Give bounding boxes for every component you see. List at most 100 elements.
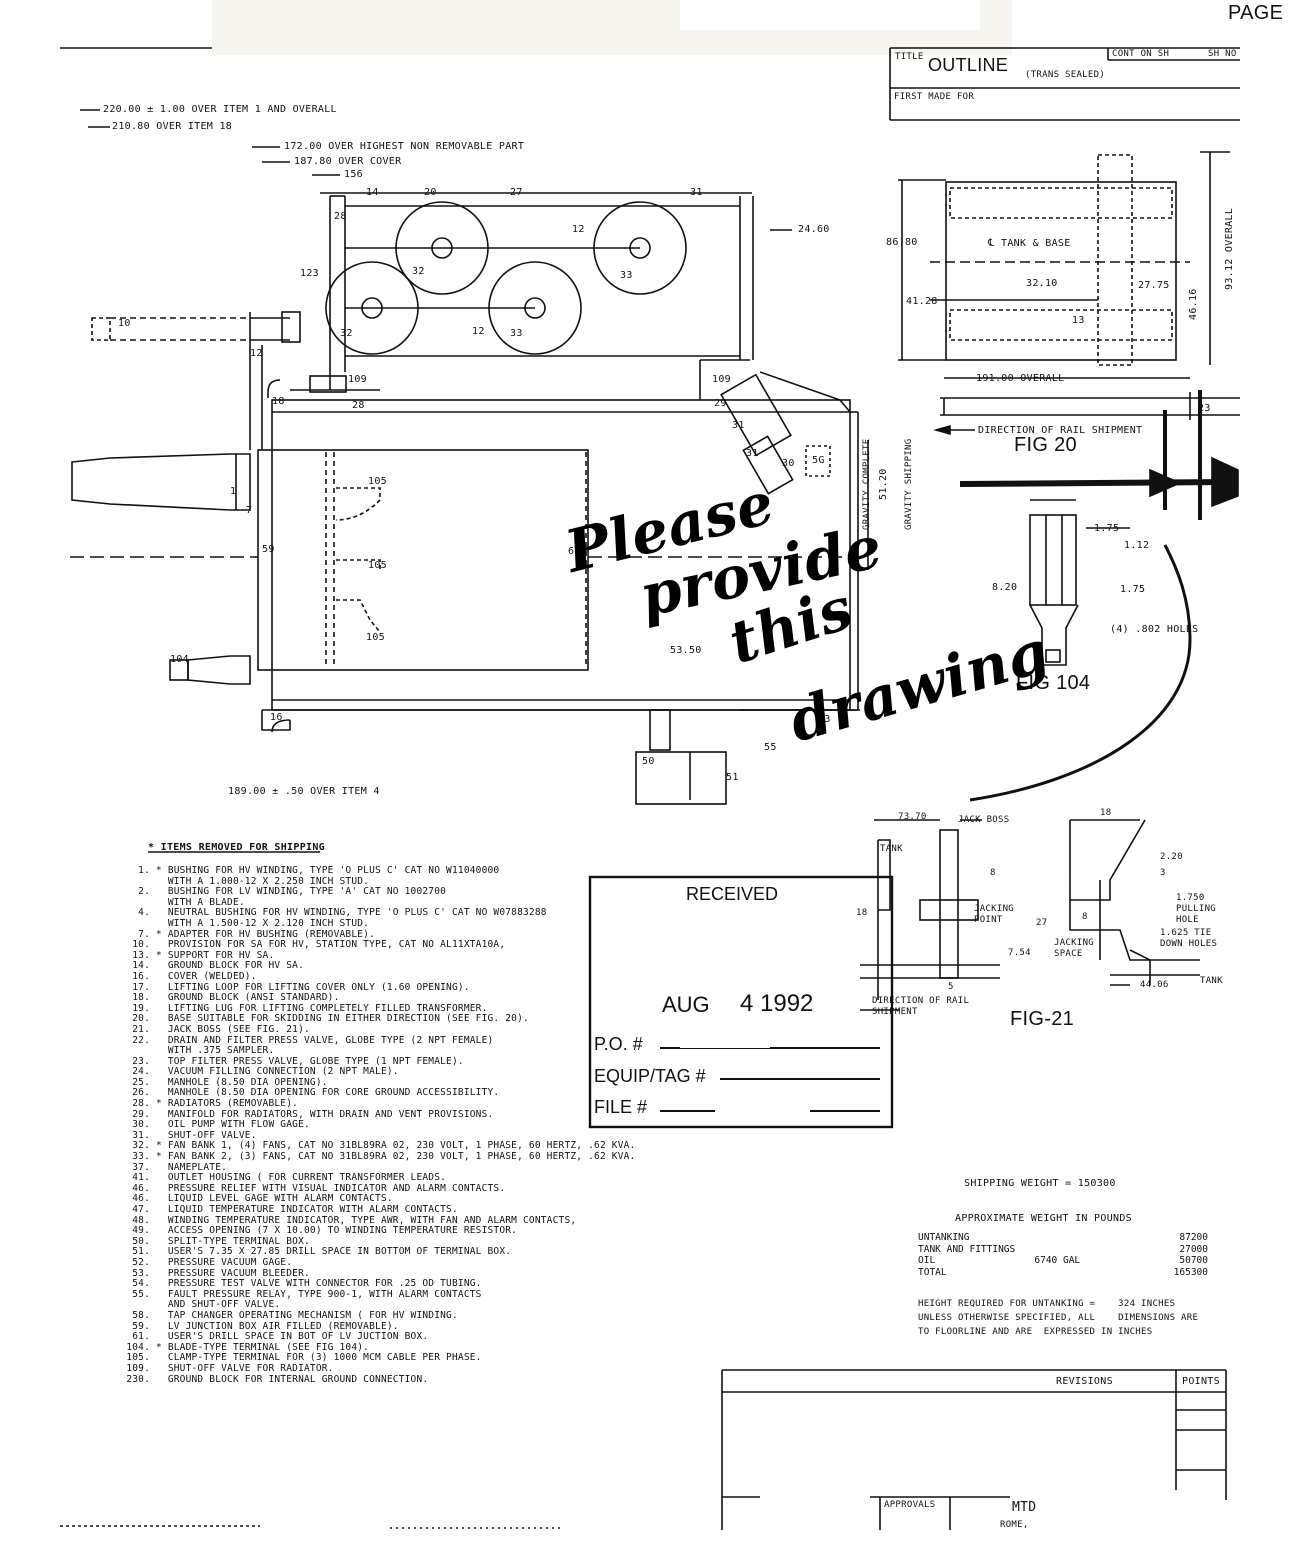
label-32-a: 32 — [412, 266, 425, 277]
label-23: 23 — [818, 714, 831, 725]
fig20-centerline: ℄ TANK & BASE — [988, 238, 1071, 249]
legend-item: 61. USER'S DRILL SPACE IN BOT OF LV JUCT… — [112, 1332, 752, 1343]
legend-item-number: 1. — [138, 865, 150, 876]
weight-label: OIL — [918, 1255, 936, 1266]
points-label: POINTS — [1182, 1376, 1220, 1387]
fig20-direction: DIRECTION OF RAIL SHIPMENT — [978, 425, 1143, 436]
legend-item-text: WITH A BLADE. — [156, 896, 245, 908]
legend-item: 105. CLAMP-TYPE TERMINAL FOR (3) 1000 MC… — [112, 1353, 752, 1364]
legend-item: 29. MANIFOLD FOR RADIATORS, WITH DRAIN A… — [112, 1108, 752, 1121]
legend-item: 52. PRESSURE VACUUM GAGE. — [112, 1256, 752, 1269]
legend-item: 109. SHUT-OFF VALVE FOR RADIATOR. — [112, 1363, 752, 1375]
dim-31: 31 — [690, 187, 703, 198]
legend-item-number: 2. — [138, 886, 150, 898]
label-33-a: 33 — [620, 270, 633, 281]
label-105-c: 105 — [366, 632, 385, 643]
legend-item-text: BASE SUITABLE FOR SKIDDING IN EITHER DIR… — [156, 1013, 529, 1025]
legend-item-text: TOP FILTER PRESS VALVE, GLOBE TYPE (1 NP… — [156, 1055, 464, 1067]
dim-14: 14 — [366, 187, 379, 198]
fig21-tank-2: TANK — [1200, 976, 1223, 986]
legend-item-text: PRESSURE VACUUM BLEEDER. — [156, 1267, 310, 1279]
dim-53-50: 53.50 — [670, 645, 702, 656]
legend-item: 59. LV JUNCTION BOX AIR FILLED (REMOVABL… — [112, 1320, 752, 1333]
fig20-d23: 23 — [1198, 403, 1211, 414]
weight-mid — [1015, 1244, 1179, 1256]
dim-12-a: 12 — [572, 224, 585, 235]
legend-item-number: 10. — [132, 939, 150, 951]
legend-item: 31. SHUT-OFF VALVE. — [112, 1129, 752, 1142]
label-50: 50 — [642, 756, 655, 767]
legend-item: 48. WINDING TEMPERATURE INDICATOR, TYPE … — [112, 1214, 752, 1227]
legend-item-text: MANHOLE (8.50 DIA OPENING). — [156, 1076, 328, 1088]
legend-item-text: COVER (WELDED). — [156, 970, 257, 982]
legend-item-number: 29. — [132, 1108, 150, 1120]
legend-item-number: 105. — [126, 1352, 150, 1364]
label-105-b: 105 — [368, 560, 387, 571]
legend-item-text: DRAIN AND FILTER PRESS VALVE, GLOBE TYPE… — [156, 1034, 494, 1046]
legend-item: 49. ACCESS OPENING (7 X 10.00) TO WINDIN… — [112, 1226, 752, 1237]
legend-item: 4. NEUTRAL BUSHING FOR HV WINDING, TYPE … — [112, 908, 752, 919]
label-31-a: 31 — [732, 420, 745, 431]
title-value: OUTLINE — [928, 55, 1009, 75]
legend-item: 51. USER'S 7.35 X 27.85 DRILL SPACE IN B… — [112, 1247, 752, 1258]
weight-label: UNTANKING — [918, 1232, 970, 1243]
stamp-file: FILE # — [594, 1097, 648, 1117]
legend-item: 32.* FAN BANK 1, (4) FANS, CAT NO 31BL89… — [112, 1141, 752, 1152]
legend-item-number: 16. — [132, 970, 150, 982]
legend-item-text: TAP CHANGER OPERATING MECHANISM ( FOR HV… — [156, 1309, 458, 1321]
legend-item-number: 58. — [132, 1309, 150, 1321]
fig21-jacking-space: JACKING SPACE — [1054, 938, 1095, 959]
legend-item-text: PROVISION FOR SA FOR HV, STATION TYPE, C… — [156, 939, 506, 951]
legend-item: AND SHUT-OFF VALVE. — [112, 1300, 752, 1311]
legend-item-number: 48. — [132, 1214, 150, 1226]
legend-item-text: * BLADE-TYPE TERMINAL (SEE FIG 104). — [156, 1341, 370, 1353]
weight-note-3: TO FLOORLINE AND ARE EXPRESSED IN INCHES — [918, 1327, 1153, 1337]
fig21-tank: TANK — [880, 844, 903, 854]
legend-item-number: 53. — [132, 1267, 150, 1279]
legend-item: 1.* BUSHING FOR HV WINDING, TYPE 'O PLUS… — [112, 865, 752, 877]
approvals-label: APPROVALS — [884, 1500, 936, 1510]
dim-220: 220.00 ± 1.00 OVER ITEM 1 AND OVERALL — [103, 104, 337, 115]
fig20-label: FIG 20 — [1014, 434, 1077, 456]
legend-item-text: SHUT-OFF VALVE. — [156, 1129, 257, 1141]
fig21-direction: DIRECTION OF RAIL SHIPMENT — [872, 996, 970, 1017]
legend-item-text: MANHOLE (8.50 DIA OPENING FOR CORE GROUN… — [156, 1087, 500, 1099]
label-33-b: 33 — [510, 328, 523, 339]
legend-item-text: PRESSURE VACUUM GAGE. — [156, 1256, 293, 1268]
legend-item: 24. VACUUM FILLING CONNECTION (2 NPT MAL… — [112, 1067, 752, 1078]
label-5g: 5G — [812, 455, 825, 466]
legend-item-text: ACCESS OPENING (7 X 10.00) TO WINDING TE… — [156, 1225, 518, 1237]
legend-item: 230. GROUND BLOCK FOR INTERNAL GROUND CO… — [112, 1373, 752, 1386]
label-30: 30 — [782, 458, 795, 469]
weight-val: 87200 — [1179, 1232, 1208, 1243]
revisions-label: REVISIONS — [1056, 1376, 1113, 1387]
legend-item-number: 230. — [126, 1373, 150, 1385]
legend-item: 28.* RADIATORS (REMOVABLE). — [112, 1098, 752, 1110]
legend-item-text: LIFTING LUG FOR LIFTING COMPLETELY FILLE… — [156, 1002, 488, 1014]
legend-item: 104.* BLADE-TYPE TERMINAL (SEE FIG 104). — [112, 1341, 752, 1354]
legend-item: 22. DRAIN AND FILTER PRESS VALVE, GLOBE … — [112, 1034, 752, 1047]
legend-heading: * ITEMS REMOVED FOR SHIPPING — [148, 842, 325, 853]
label-gravity-shipping: GRAVITY SHIPPING — [904, 438, 914, 531]
fig20-d46: 46.16 — [1188, 288, 1199, 320]
weight-mid — [969, 1232, 1179, 1244]
weight-label: TOTAL — [918, 1266, 947, 1278]
label-28-a: 28 — [334, 211, 347, 222]
weight-val: 27000 — [1179, 1243, 1208, 1255]
fig20-overall-height: 93.12 OVERALL — [1224, 207, 1235, 290]
legend-item: 17. LIFTING LOOP FOR LIFTING COVER ONLY … — [112, 982, 752, 994]
legend-item-number: 49. — [132, 1225, 150, 1237]
label-59: 59 — [262, 544, 275, 555]
legend-item: 54. PRESSURE TEST VALVE WITH CONNECTOR F… — [112, 1279, 752, 1290]
weight-note-2: UNLESS OTHERWISE SPECIFIED, ALL DIMENSIO… — [918, 1313, 1199, 1323]
legend-item-number: 59. — [132, 1320, 150, 1332]
legend-item-text: FAULT PRESSURE RELAY, TYPE 900-1, WITH A… — [156, 1288, 482, 1300]
legend-item-number: 13. — [132, 949, 150, 961]
fig21-d3: 3 — [1160, 868, 1166, 878]
fig20-overall-length: 191.00 OVERALL — [976, 373, 1065, 384]
stamp-month: AUG — [662, 992, 710, 1017]
legend-item-text: CLAMP-TYPE TERMINAL FOR (3) 1000 MCM CAB… — [156, 1352, 482, 1364]
